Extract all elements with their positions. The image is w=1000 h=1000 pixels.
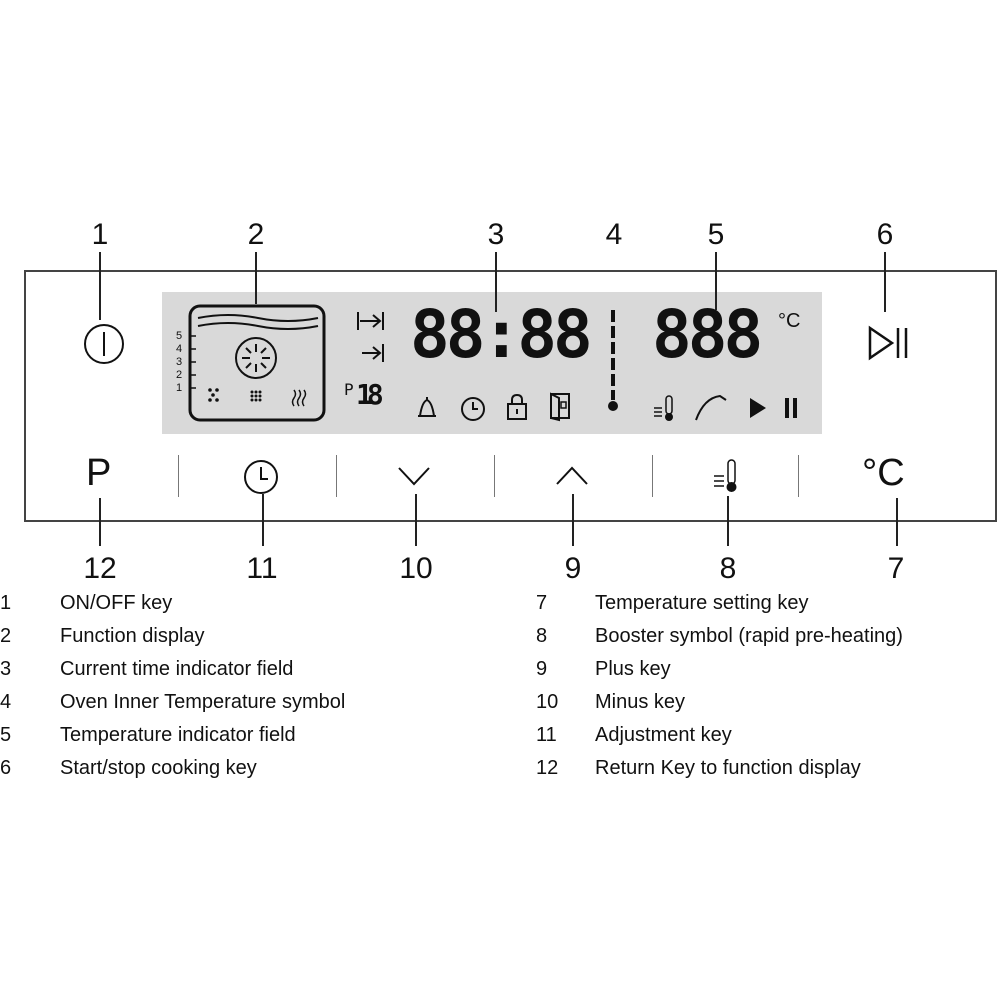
- legend-number: 5: [0, 724, 12, 746]
- callout-6: 6: [876, 218, 894, 251]
- celsius-key[interactable]: °C: [862, 452, 905, 494]
- shelf-level-scale: 5 4 3 2 1: [176, 330, 196, 395]
- legend-text: Booster symbol (rapid pre-heating): [595, 625, 903, 647]
- shelf-level-label: 1: [176, 382, 183, 394]
- oven-cavity-icon: [188, 304, 326, 422]
- clock-icon[interactable]: [242, 458, 280, 496]
- leader-3: [495, 252, 497, 312]
- skip-end-icon: [357, 312, 384, 330]
- chevron-down-icon[interactable]: [396, 464, 432, 488]
- key-separator: [178, 455, 179, 497]
- legend-text: Temperature indicator field: [60, 724, 296, 746]
- key-separator: [798, 455, 799, 497]
- lcd-display: [162, 292, 822, 434]
- key-separator: [494, 455, 495, 497]
- callout-11: 11: [246, 552, 278, 585]
- legend-text: Function display: [60, 625, 205, 647]
- legend-number: 7: [536, 592, 548, 614]
- callout-5: 5: [707, 218, 725, 251]
- temperature-indicator-field: 888: [652, 296, 763, 373]
- legend-number: 6: [0, 757, 12, 779]
- pause-icon: [785, 398, 797, 418]
- leader-9: [572, 494, 574, 546]
- callout-4: 4: [605, 218, 623, 251]
- legend-text: Return Key to function display: [595, 757, 861, 779]
- leader-7: [896, 498, 898, 546]
- play-pause-icon[interactable]: [866, 324, 912, 362]
- callout-1: 1: [91, 218, 109, 251]
- leader-10: [415, 494, 417, 546]
- leader-5: [715, 252, 717, 310]
- temperature-unit: °C: [778, 310, 801, 332]
- callout-9: 9: [564, 552, 582, 585]
- callout-8: 8: [719, 552, 737, 585]
- leader-1: [99, 252, 101, 320]
- callout-12: 12: [83, 552, 117, 585]
- shelf-level-label: 3: [176, 356, 183, 368]
- booster-icon[interactable]: [712, 458, 742, 494]
- play-icon: [750, 398, 766, 418]
- callout-7: 7: [887, 552, 905, 585]
- legend-text: Plus key: [595, 658, 671, 680]
- leader-6: [884, 252, 886, 312]
- legend-text: Start/stop cooking key: [60, 757, 257, 779]
- legend-number: 10: [536, 691, 559, 713]
- legend-text: ON/OFF key: [60, 592, 173, 614]
- key-separator: [336, 455, 337, 497]
- callout-3: 3: [487, 218, 505, 251]
- legend-number: 9: [536, 658, 548, 680]
- legend-text: Adjustment key: [595, 724, 732, 746]
- fan-icon: [235, 337, 277, 379]
- p-key[interactable]: P: [86, 452, 112, 494]
- legend-text: Temperature setting key: [595, 592, 809, 614]
- shelf-level-label: 2: [176, 369, 183, 381]
- legend-text: Current time indicator field: [60, 658, 294, 680]
- leader-2: [255, 252, 257, 304]
- shelf-level-label: 5: [176, 330, 183, 342]
- lock-icon: [507, 393, 527, 420]
- program-digit: 18: [356, 378, 384, 411]
- clock-icon: [461, 397, 485, 421]
- legend-number: 1: [0, 592, 12, 614]
- time-indicator-field: 88:88: [410, 296, 593, 373]
- callout-10: 10: [399, 552, 433, 585]
- probe-icon: [695, 394, 727, 421]
- legend-number: 8: [536, 625, 548, 647]
- booster-icon: [654, 395, 673, 421]
- shelf-level-label: 4: [176, 343, 183, 355]
- leader-8: [727, 496, 729, 546]
- leader-12: [99, 498, 101, 546]
- shelf-ticks: [189, 334, 196, 398]
- callout-2: 2: [247, 218, 265, 251]
- chevron-up-icon[interactable]: [554, 464, 590, 488]
- legend-number: 4: [0, 691, 12, 713]
- legend-text: Minus key: [595, 691, 686, 713]
- leader-11: [262, 494, 264, 546]
- bell-icon: [418, 397, 436, 417]
- legend-text: Oven Inner Temperature symbol: [60, 691, 346, 713]
- arrow-end-icon: [362, 344, 384, 362]
- door-icon: [550, 392, 570, 422]
- power-icon[interactable]: [82, 322, 126, 366]
- legend-number: 3: [0, 658, 12, 680]
- legend-number: 12: [536, 757, 559, 779]
- program-prefix: P: [344, 380, 354, 399]
- thermometer-bar-icon: [608, 310, 618, 411]
- legend-number: 11: [536, 724, 557, 746]
- legend-number: 2: [0, 625, 12, 647]
- key-separator: [652, 455, 653, 497]
